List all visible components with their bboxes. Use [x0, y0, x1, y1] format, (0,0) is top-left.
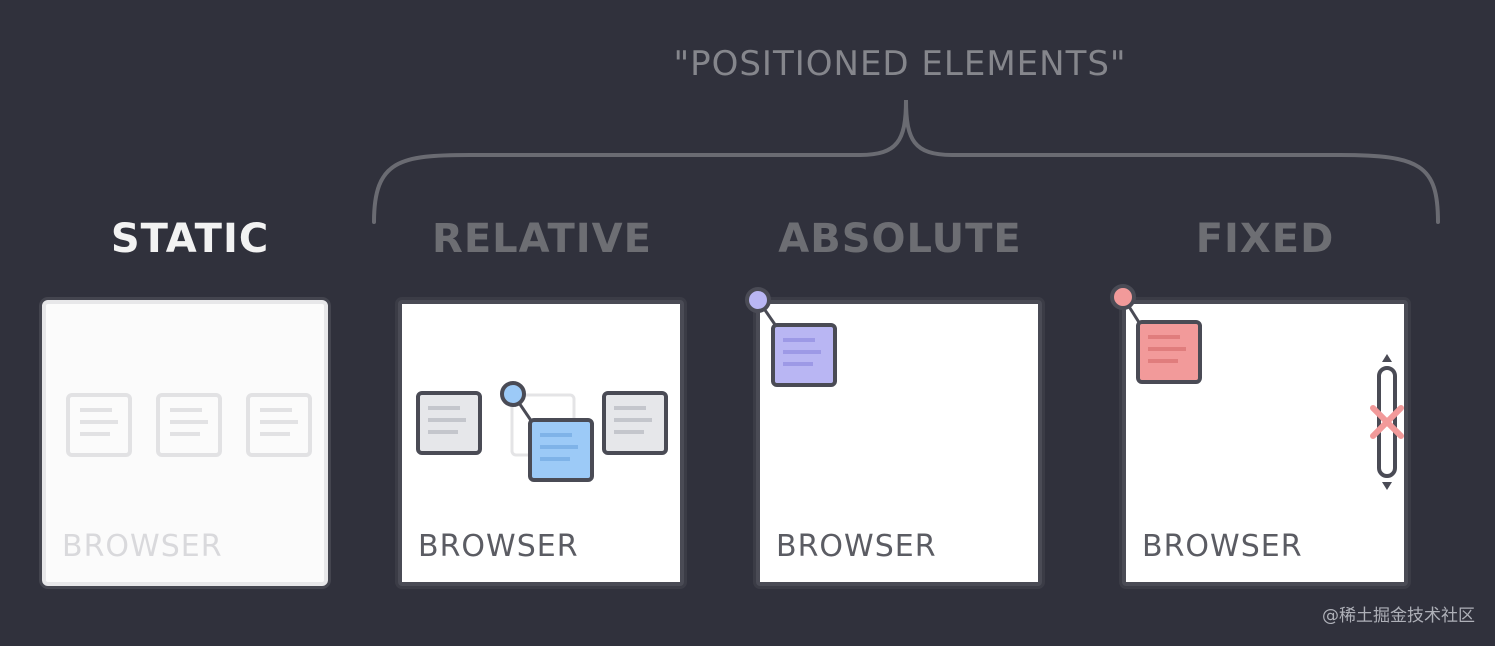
relative-browser-label: BROWSER	[418, 529, 579, 564]
fixed-browser-label: BROWSER	[1142, 529, 1303, 564]
relative-heading: RELATIVE	[432, 216, 652, 262]
static-heading: STATIC	[110, 216, 270, 262]
absolute-heading: ABSOLUTE	[778, 216, 1022, 262]
positioned-elements-label: "POSITIONED ELEMENTS"	[673, 44, 1127, 84]
static-panel: BROWSER	[42, 300, 328, 586]
static-browser-label: BROWSER	[62, 529, 223, 564]
watermark: @稀土掘金技术社区	[1322, 606, 1475, 626]
positioned-brace	[372, 99, 1440, 224]
fixed-heading: FIXED	[1195, 216, 1335, 262]
absolute-panel: BROWSER	[756, 300, 1042, 586]
absolute-browser-label: BROWSER	[776, 529, 937, 564]
fixed-panel: BROWSER	[1122, 300, 1408, 586]
relative-panel: BROWSER	[398, 300, 684, 586]
